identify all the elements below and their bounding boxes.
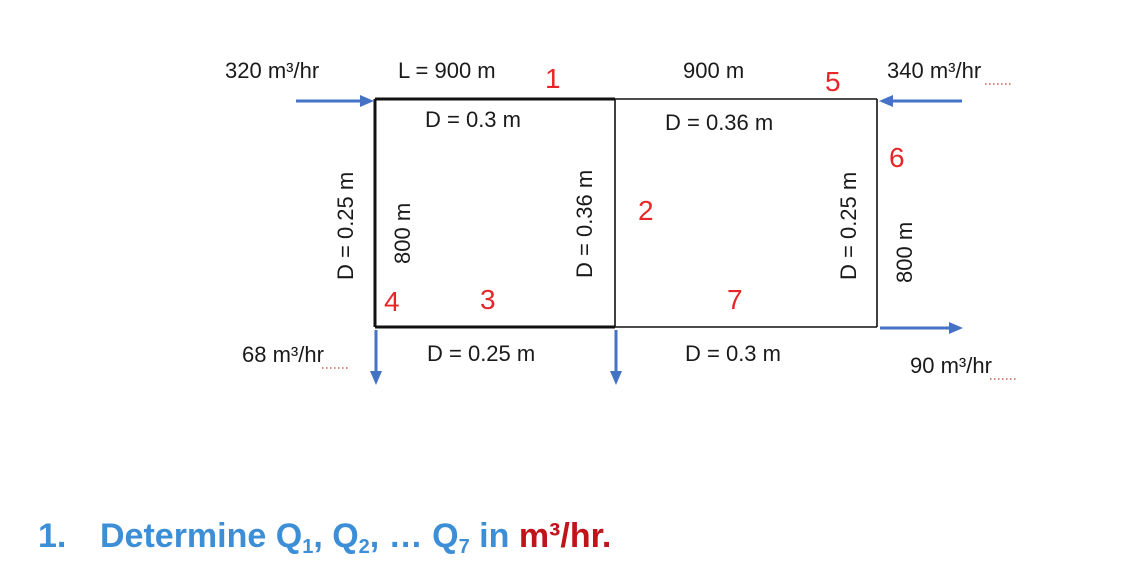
question-sub-7: 7: [459, 536, 470, 558]
pipe-3-diameter-label: D = 0.25 m: [427, 341, 535, 366]
question-prefix: Determine Q: [100, 517, 302, 555]
outflow-bottom-right-label: 90 m³/hr: [910, 353, 992, 378]
question-sep-1: , Q: [313, 517, 358, 555]
pipe-number-5: 5: [825, 66, 841, 97]
pipe-6-length-label: 800 m: [892, 222, 917, 283]
question-unit: m³/hr.: [519, 517, 612, 555]
pipe-number-4: 4: [384, 286, 400, 317]
pipe-4-length-label: 800 m: [390, 203, 415, 264]
outflow-right-arrowhead: [949, 322, 963, 334]
outflow-bottom-left-label: 68 m³/hr: [242, 342, 324, 367]
inflow-left-arrowhead: [360, 95, 374, 107]
pipe-number-2: 2: [638, 195, 654, 226]
pipe-7-diameter-label: D = 0.3 m: [685, 341, 781, 366]
question-mid: in: [470, 517, 519, 555]
pipe-number-1: 1: [545, 63, 561, 94]
question-sub-2: 2: [359, 536, 370, 558]
pipe-number-7: 7: [727, 284, 743, 315]
pipe-1-diameter-label: D = 0.3 m: [425, 107, 521, 132]
question-line: 1. Determine Q1, Q2, … Q7 in m³/hr.: [38, 517, 611, 558]
flow-arrows: [296, 95, 963, 385]
inflow-left-label: 320 m³/hr: [225, 58, 319, 83]
pipe-5-length-label: 900 m: [683, 58, 744, 83]
inflow-right-arrowhead: [879, 95, 893, 107]
pipe-2-diameter-label: D = 0.36 m: [572, 170, 597, 278]
pipe-number-3: 3: [480, 284, 496, 315]
question-text: Determine Q1, Q2, … Q7 in m³/hr.: [100, 517, 611, 558]
outflow-middle-arrowhead: [610, 371, 622, 385]
question-sep-2: , … Q: [370, 517, 459, 555]
question-sub-1: 1: [302, 536, 313, 558]
pipe-5-diameter-label: D = 0.36 m: [665, 110, 773, 135]
pipe-network: [373, 97, 878, 329]
inflow-right-label: 340 m³/hr: [887, 58, 981, 83]
outflow-left-arrowhead: [370, 371, 382, 385]
pipe-6-diameter-label: D = 0.25 m: [836, 172, 861, 280]
pipe-number-6: 6: [889, 142, 905, 173]
pipe-4-diameter-label: D = 0.25 m: [333, 172, 358, 280]
question-number: 1.: [38, 517, 66, 555]
pipe-1-length-label: L = 900 m: [398, 58, 496, 83]
